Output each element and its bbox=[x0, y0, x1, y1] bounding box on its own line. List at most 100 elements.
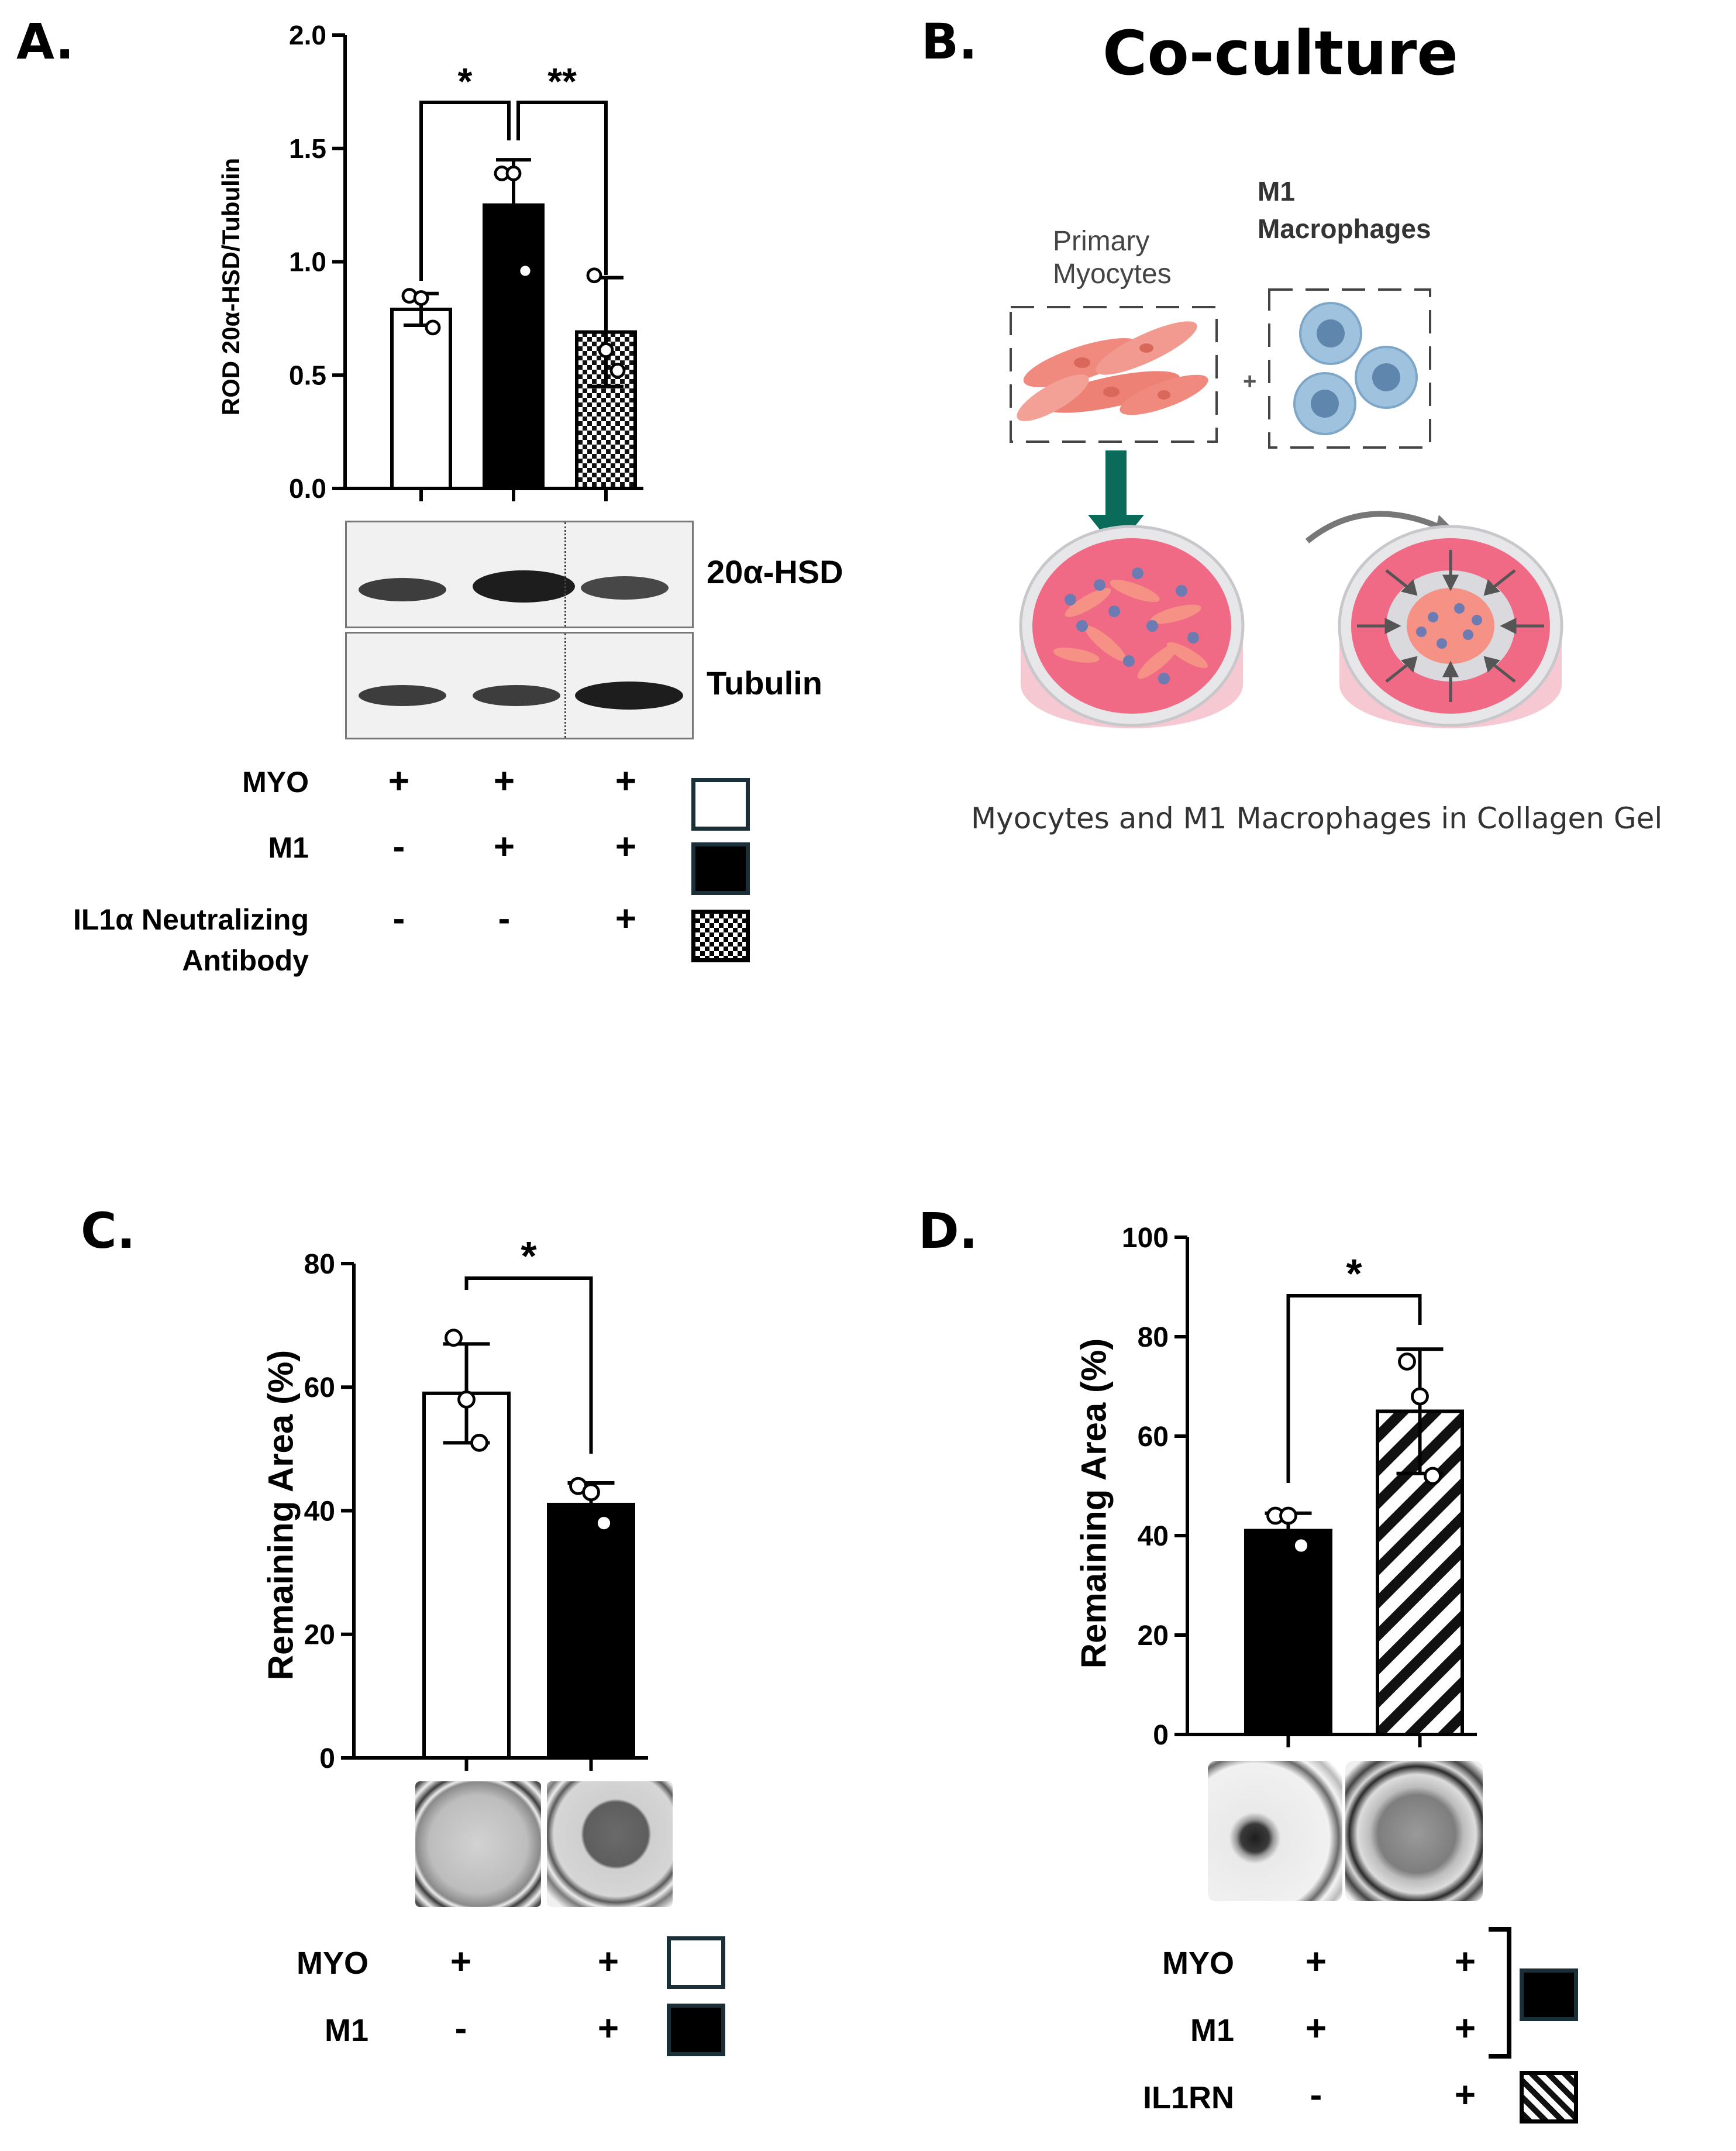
sign: + bbox=[493, 761, 515, 801]
significance-bracket bbox=[464, 1276, 593, 1454]
sign: + bbox=[615, 761, 637, 801]
data-point bbox=[586, 267, 602, 284]
condition-label-myo: MYO bbox=[242, 766, 309, 799]
bar bbox=[547, 1502, 635, 1760]
y-tick-label: 0.5 bbox=[289, 360, 326, 390]
blot-20a-hsd bbox=[345, 521, 694, 628]
data-point bbox=[457, 1390, 476, 1409]
collagen-dish-2 bbox=[1338, 525, 1563, 728]
significance-bracket bbox=[516, 101, 608, 275]
y-tick-label: 0 bbox=[319, 1743, 335, 1774]
condition-label-il1rn: IL1RN bbox=[1142, 2080, 1234, 2115]
condition-label-myo: MYO bbox=[1162, 1946, 1234, 1981]
blot-label-tubulin: Tubulin bbox=[707, 665, 822, 701]
data-point bbox=[505, 165, 522, 181]
y-tick-label: 80 bbox=[1138, 1322, 1169, 1353]
sign: + bbox=[1454, 1942, 1476, 1982]
blot-band bbox=[581, 576, 669, 600]
data-point bbox=[470, 1433, 488, 1452]
sign: - bbox=[392, 827, 405, 867]
panel-a-chart: 0.00.51.01.52.0*** bbox=[289, 20, 643, 504]
legend-swatch-black bbox=[667, 2004, 725, 2056]
coculture-schematic: + bbox=[1010, 288, 1563, 728]
blot-band bbox=[575, 682, 683, 710]
y-tick-label: 60 bbox=[1138, 1422, 1169, 1453]
sign: + bbox=[1305, 1942, 1327, 1982]
blot-label-20a-hsd: 20α-HSD bbox=[707, 553, 843, 590]
legend-swatch-white bbox=[667, 1936, 725, 1989]
sign: + bbox=[597, 1942, 619, 1982]
sign: - bbox=[454, 2008, 467, 2049]
sign: + bbox=[615, 827, 637, 867]
bar bbox=[390, 307, 452, 490]
condition-label-m1: M1 bbox=[268, 831, 309, 864]
m1-macrophages-label: M1 Macrophages bbox=[1258, 176, 1431, 244]
grouping-bracket bbox=[1489, 1927, 1511, 2059]
y-tick-label: 80 bbox=[304, 1249, 335, 1280]
y-tick-label: 0.0 bbox=[289, 473, 326, 504]
bar bbox=[422, 1391, 511, 1760]
blot-band bbox=[473, 570, 575, 603]
data-point bbox=[425, 319, 441, 336]
data-point bbox=[1411, 1387, 1429, 1406]
data-point bbox=[517, 263, 533, 279]
data-point bbox=[598, 342, 614, 359]
data-point bbox=[1279, 1506, 1297, 1525]
sign: + bbox=[388, 761, 410, 801]
significance-star: * bbox=[1346, 1251, 1362, 1296]
condition-label-myo: MYO bbox=[296, 1946, 368, 1981]
blot-tubulin bbox=[345, 632, 694, 739]
data-point bbox=[1424, 1467, 1442, 1485]
sign: + bbox=[597, 2008, 619, 2049]
y-tick-label: 40 bbox=[1138, 1521, 1169, 1552]
significance-bracket bbox=[1286, 1294, 1422, 1483]
data-point bbox=[413, 290, 429, 306]
sign: + bbox=[1454, 2075, 1476, 2115]
sign: + bbox=[450, 1942, 472, 1982]
data-point bbox=[1398, 1352, 1416, 1371]
significance-star: * bbox=[458, 60, 473, 102]
y-tick-label: 20 bbox=[304, 1620, 335, 1651]
sign: + bbox=[493, 827, 515, 867]
y-tick-label: 100 bbox=[1122, 1223, 1169, 1254]
bar bbox=[1244, 1529, 1332, 1736]
panel-d-letter: D. bbox=[918, 1202, 978, 1259]
gel-image-d-1 bbox=[1208, 1761, 1342, 1901]
panel-a-letter: A. bbox=[16, 13, 74, 70]
myocyte-box bbox=[1010, 306, 1218, 443]
blot-splice-line bbox=[564, 522, 566, 627]
condition-label-m1: M1 bbox=[324, 2013, 368, 2048]
gel-image-c-2 bbox=[547, 1781, 673, 1907]
sign: - bbox=[1310, 2075, 1322, 2115]
sign: - bbox=[392, 899, 405, 939]
panel-b-caption: Myocytes and M1 Macrophages in Collagen … bbox=[971, 801, 1663, 835]
legend-swatch-hatch bbox=[1520, 2071, 1578, 2124]
sign: + bbox=[1454, 2008, 1476, 2049]
sign: + bbox=[1305, 2008, 1327, 2049]
significance-star: * bbox=[521, 1233, 537, 1279]
panel-b-title: Co-culture bbox=[1103, 18, 1458, 89]
collagen-dish-1 bbox=[1019, 525, 1245, 728]
y-tick-label: 1.0 bbox=[289, 247, 326, 277]
macrophage-cells bbox=[1293, 302, 1418, 435]
sign: + bbox=[615, 899, 637, 939]
data-point bbox=[445, 1329, 463, 1347]
legend-swatch-checker bbox=[691, 910, 750, 962]
y-tick-label: 0 bbox=[1153, 1720, 1169, 1751]
blot-band bbox=[359, 685, 446, 706]
myocyte-cells bbox=[1017, 321, 1208, 421]
bar bbox=[483, 203, 545, 490]
y-tick-label: 2.0 bbox=[289, 20, 326, 50]
sign: - bbox=[498, 899, 511, 939]
blot-splice-line bbox=[564, 634, 566, 738]
significance-bracket bbox=[419, 101, 511, 281]
data-point bbox=[609, 363, 626, 378]
panel-c-letter: C. bbox=[81, 1202, 136, 1259]
y-tick-label: 60 bbox=[304, 1372, 335, 1403]
panel-b-letter: B. bbox=[921, 13, 977, 70]
blot-band bbox=[359, 578, 446, 601]
legend-swatch-white bbox=[691, 778, 750, 831]
gel-image-d-2 bbox=[1345, 1761, 1483, 1901]
